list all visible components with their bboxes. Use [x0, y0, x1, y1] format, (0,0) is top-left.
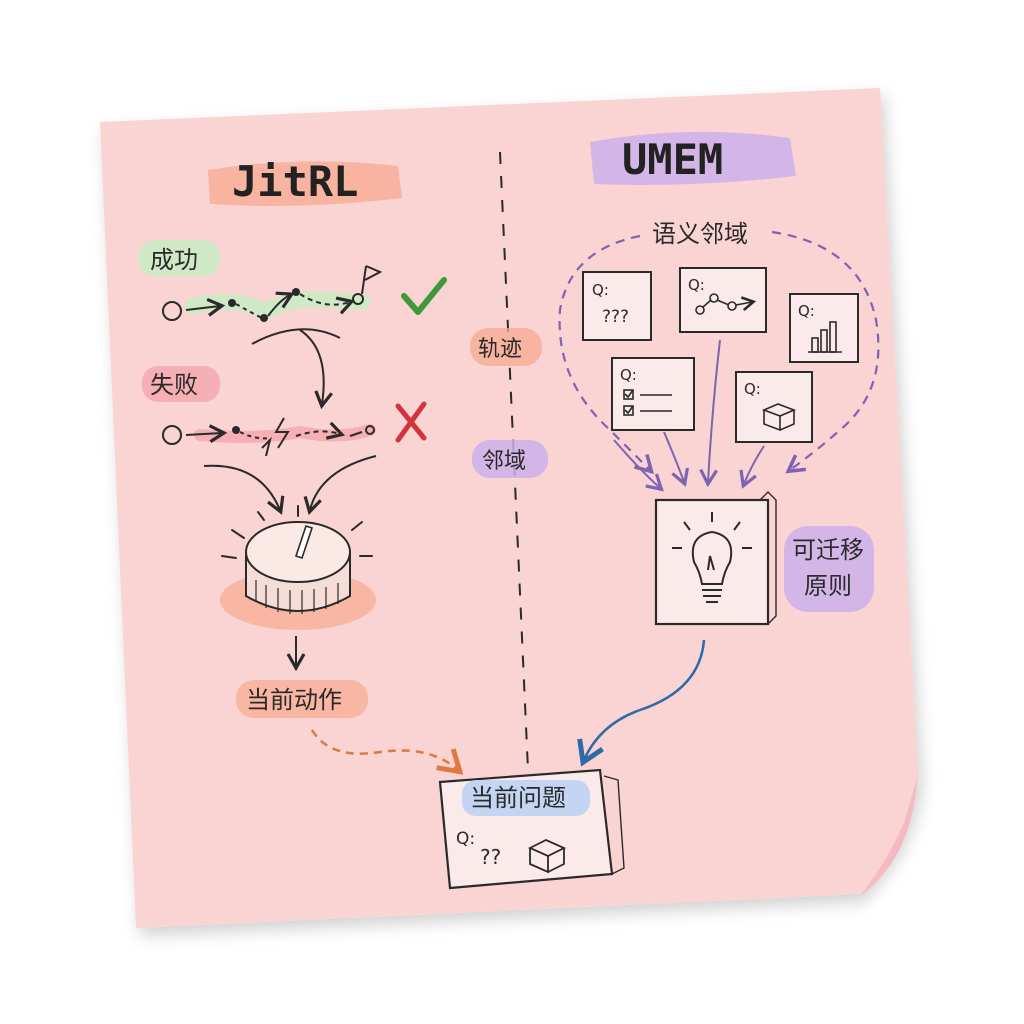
- line-graph-icon: [695, 294, 752, 314]
- cross-icon: [395, 401, 427, 443]
- title-highlight-jitrl: [208, 161, 402, 206]
- failure-label: 失败: [150, 371, 198, 399]
- failure-highlight: [142, 366, 220, 402]
- svg-text:Q:: Q:: [592, 281, 609, 299]
- start-node-fail: [162, 425, 182, 445]
- svg-text:Q:: Q:: [798, 302, 815, 320]
- dial-knob-icon: [220, 505, 376, 630]
- principle-card: [654, 491, 777, 626]
- principle-highlight: [784, 526, 874, 612]
- bar-chart-icon: [808, 321, 842, 353]
- lightbulb-icon: [672, 512, 752, 603]
- check-icon: [401, 277, 447, 315]
- trajectory-highlight: [470, 328, 542, 366]
- flag-icon: [361, 265, 383, 295]
- current-problem-card: 当前问题 Q: ??: [438, 768, 625, 890]
- problem-qmarks: ??: [480, 845, 501, 869]
- title-umem: UMEM: [622, 135, 723, 184]
- action-highlight: [236, 680, 368, 718]
- principle-label-line1: 可迁移: [792, 536, 864, 564]
- current-problem-label: 当前问题: [470, 784, 566, 812]
- current-action-label: 当前动作: [246, 686, 342, 714]
- question-card-5: Q:: [735, 371, 813, 443]
- question-card-3: Q:: [789, 293, 859, 363]
- title-jitrl: JitRL: [232, 157, 358, 206]
- question-card-2: Q:: [679, 267, 767, 333]
- problem-highlight: [462, 780, 590, 816]
- svg-text:???: ???: [602, 307, 629, 327]
- question-card-1: Q: ???: [582, 271, 652, 341]
- question-card-4: Q:: [611, 357, 695, 431]
- svg-text:Q:: Q:: [688, 276, 705, 294]
- problem-q: Q:: [456, 829, 475, 849]
- cube-icon: [527, 839, 567, 874]
- title-highlight-umem: [590, 131, 796, 185]
- success-label: 成功: [150, 246, 198, 274]
- failure-path-highlight: [194, 424, 376, 443]
- center-divider: [499, 151, 529, 771]
- checklist-icon: [623, 389, 672, 416]
- semantic-envelope: [558, 234, 655, 475]
- cube-icon: [761, 403, 797, 432]
- principle-to-problem-arrow: [577, 639, 706, 767]
- svg-text:Q:: Q:: [620, 366, 637, 384]
- neighborhood-label: 邻域: [482, 449, 526, 474]
- success-highlight: [138, 240, 220, 276]
- svg-text:Q:: Q:: [744, 380, 761, 398]
- start-node: [162, 301, 182, 321]
- lightning-icon: [274, 417, 290, 449]
- principle-label-line2: 原则: [804, 572, 852, 600]
- neighborhood-highlight: [472, 440, 548, 478]
- semantic-label: 语义邻域: [652, 220, 748, 248]
- action-to-problem-arrow: [310, 729, 464, 775]
- trajectory-label: 轨迹: [478, 337, 522, 362]
